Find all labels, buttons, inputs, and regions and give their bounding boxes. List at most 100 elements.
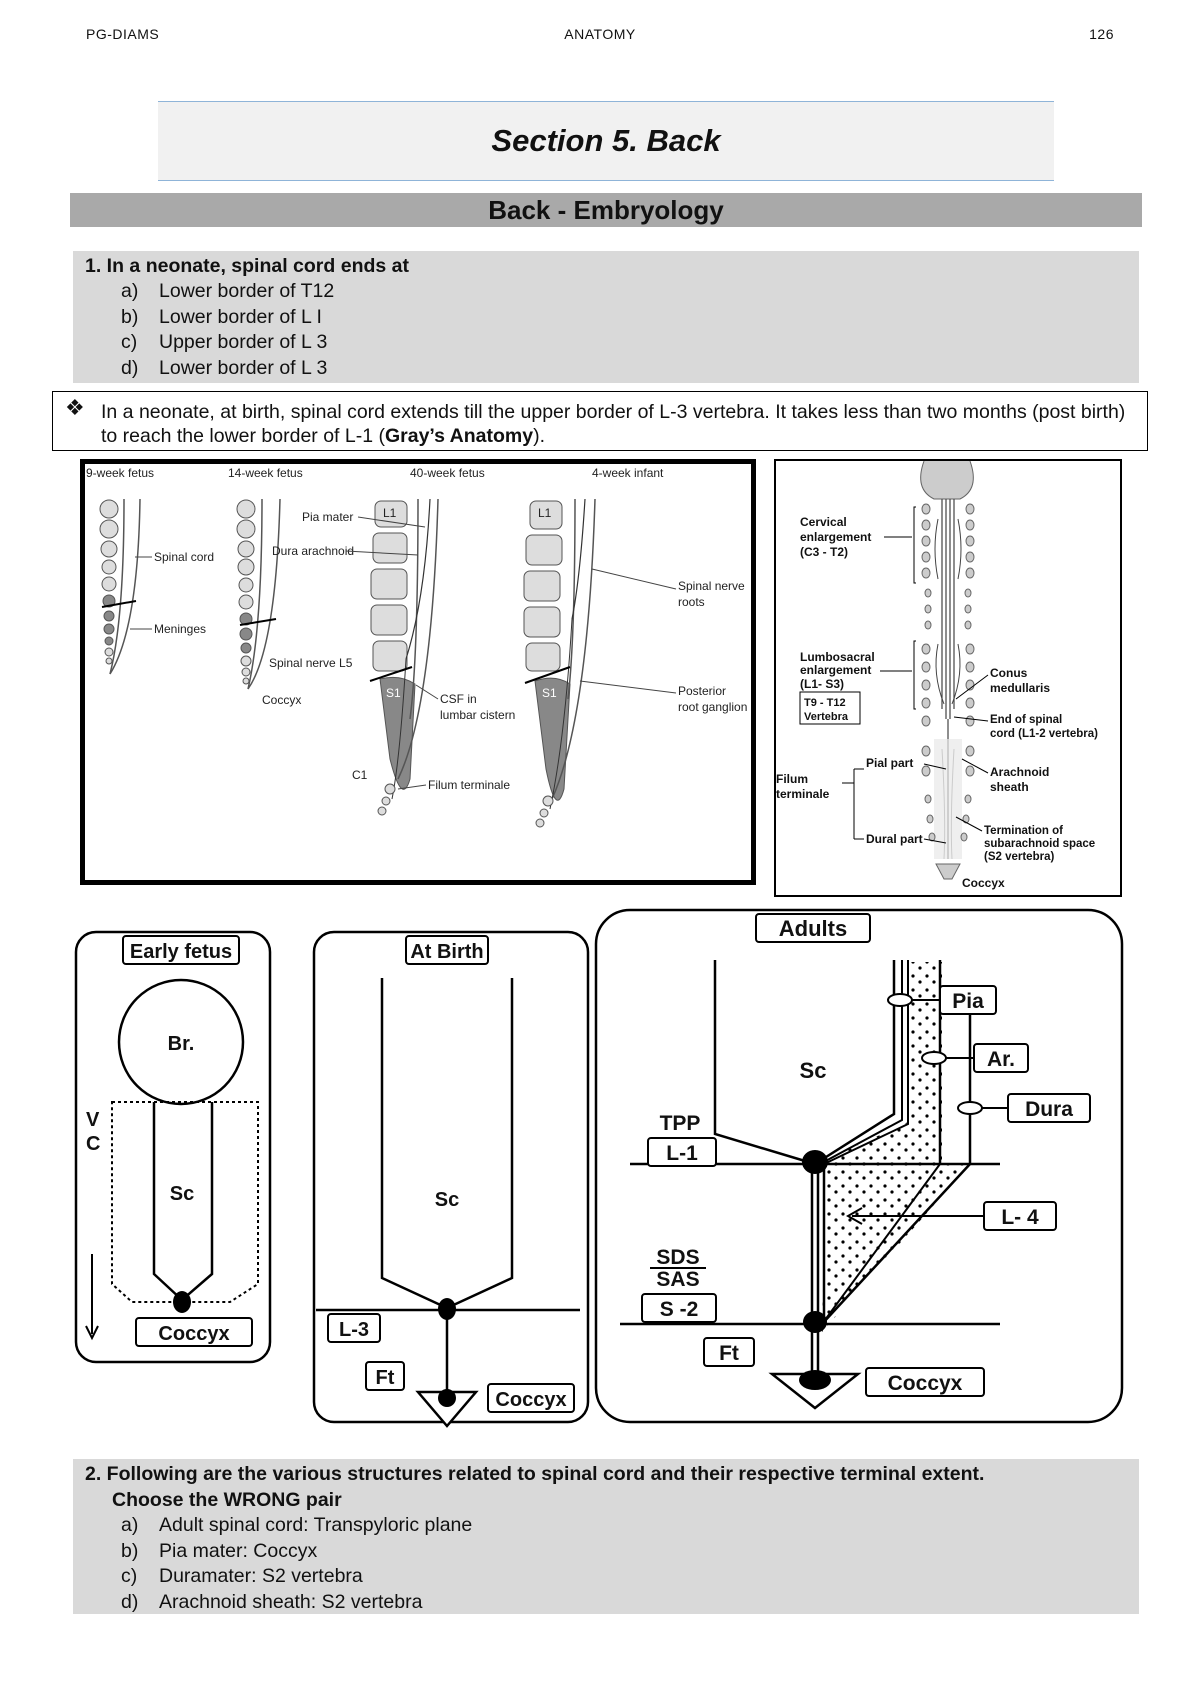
label-l1: L-1 bbox=[666, 1142, 698, 1165]
label-c1: C1 bbox=[352, 768, 368, 782]
panel-title-adults: Adults bbox=[779, 916, 847, 941]
answer-1-text: In a neonate, at birth, spinal cord exte… bbox=[101, 400, 1131, 448]
label-l3: L-3 bbox=[339, 1319, 369, 1341]
label-filum: Filum bbox=[776, 772, 808, 786]
figure-fetal-development: 9-week fetus 14-week fetus 40-week fetus… bbox=[80, 459, 756, 890]
label-enlargement: enlargement bbox=[800, 663, 871, 677]
label-l1: L1 bbox=[383, 506, 397, 520]
question-2: 2. Following are the various structures … bbox=[73, 1459, 1139, 1614]
section-title: Section 5. Back bbox=[158, 101, 1054, 181]
option-d: d) Arachnoid sheath: S2 vertebra bbox=[73, 1590, 1139, 1616]
label-pia-mater: Pia mater bbox=[302, 510, 353, 524]
option-text: Lower border of L 3 bbox=[159, 356, 328, 379]
label-coccyx: Coccyx bbox=[262, 693, 301, 707]
page-number: 126 bbox=[1089, 26, 1114, 42]
option-text: Adult spinal cord: Transpyloric plane bbox=[159, 1514, 473, 1536]
option-text: Pia mater: Coccyx bbox=[159, 1539, 318, 1562]
label-termination: Termination of bbox=[984, 825, 1063, 837]
option-c: c) Duramater: S2 vertebra bbox=[73, 1564, 1139, 1590]
label-filum-terminale: Filum terminale bbox=[428, 778, 510, 792]
panel-title-early-fetus: Early fetus bbox=[130, 941, 232, 963]
label-subarachnoid-space: subarachnoid space bbox=[984, 838, 1095, 850]
label-coccyx: Coccyx bbox=[158, 1323, 229, 1345]
option-letter: b) bbox=[121, 305, 139, 328]
option-c: c) Upper border of L 3 bbox=[73, 330, 1139, 356]
question-2-stem-line1: 2. Following are the various structures … bbox=[85, 1463, 985, 1485]
answer-text: In a neonate, at birth, spinal cord exte… bbox=[101, 401, 1126, 447]
schematic-svg: Early fetus Br. Sc V C Coccyx At Birth S… bbox=[74, 908, 1124, 1428]
label-brain: Br. bbox=[168, 1033, 195, 1055]
label-sheath: sheath bbox=[990, 780, 1029, 794]
label-v: V bbox=[86, 1109, 100, 1131]
label-spinal-nerve-l5: Spinal nerve L5 bbox=[269, 656, 353, 670]
label-coccyx: Coccyx bbox=[495, 1389, 566, 1411]
label-conus: Conus bbox=[990, 666, 1028, 680]
stage-label: 40-week fetus bbox=[410, 466, 485, 480]
label-end-of-cord: End of spinal bbox=[990, 714, 1062, 726]
label-sas: SAS bbox=[656, 1268, 699, 1291]
option-d: d)Lower border of L 3 bbox=[73, 356, 1139, 382]
label-t9-t12: T9 - T12 bbox=[804, 697, 846, 709]
label-vertebra: Vertebra bbox=[804, 711, 849, 723]
label-c: C bbox=[86, 1133, 100, 1155]
option-b: b) Lower border of L I bbox=[73, 305, 1139, 331]
question-2-stem: 2. Following are the various structures … bbox=[73, 1461, 1139, 1513]
answer-text-end: ). bbox=[533, 425, 546, 447]
option-letter: d) bbox=[121, 1590, 139, 1613]
adult-cord-svg: Cervical enlargement (C3 - T2) Lumbosacr… bbox=[774, 459, 1122, 897]
label-lumbosacral: Lumbosacral bbox=[800, 650, 875, 664]
label-dural-part: Dural part bbox=[866, 832, 923, 846]
label-enlargement: enlargement bbox=[800, 530, 871, 544]
label-posterior: Posterior bbox=[678, 684, 726, 698]
diamond-bullet-icon: ❖ bbox=[65, 395, 85, 420]
label-s1: S1 bbox=[542, 686, 557, 700]
label-l4: L- 4 bbox=[1001, 1206, 1039, 1229]
figure-adult-cord: Cervical enlargement (C3 - T2) Lumbosacr… bbox=[774, 459, 1122, 902]
label-dura: Dura bbox=[1025, 1098, 1073, 1121]
label-roots: roots bbox=[678, 595, 705, 609]
label-cervical: Cervical bbox=[800, 515, 847, 529]
label-end-of-cord-level: cord (L1-2 vertebra) bbox=[990, 728, 1098, 740]
question-1-stem: 1. In a neonate, spinal cord ends at bbox=[85, 255, 409, 277]
option-text: Duramater: S2 vertebra bbox=[159, 1565, 363, 1587]
label-spinal-cord: Sc bbox=[170, 1183, 194, 1205]
option-letter: c) bbox=[121, 331, 138, 353]
option-letter: a) bbox=[121, 1514, 139, 1536]
reference: Gray’s Anatomy bbox=[384, 425, 534, 447]
label-filum: Ft bbox=[376, 1367, 395, 1389]
label-spinal-nerve-roots: Spinal nerve bbox=[678, 579, 745, 593]
option-text: Lower border of L I bbox=[159, 305, 322, 328]
figure-schematic: Early fetus Br. Sc V C Coccyx At Birth S… bbox=[70, 902, 1130, 1433]
label-l1-s3: (L1- S3) bbox=[800, 677, 844, 691]
label-meninges: Meninges bbox=[154, 622, 206, 636]
question-1: 1. In a neonate, spinal cord ends at a) L… bbox=[73, 251, 1139, 383]
label-s2: S -2 bbox=[660, 1298, 699, 1321]
option-a: a) Lower border of T12 bbox=[73, 279, 1139, 305]
label-l1: L1 bbox=[538, 506, 552, 520]
label-csf: CSF in bbox=[440, 692, 477, 706]
option-text: Lower border of T12 bbox=[159, 280, 335, 302]
option-letter: c) bbox=[121, 1565, 138, 1587]
stage-label: 14-week fetus bbox=[228, 466, 303, 480]
label-terminale: terminale bbox=[776, 787, 830, 801]
label-root-ganglion: root ganglion bbox=[678, 700, 747, 714]
option-text: Upper border of L 3 bbox=[159, 331, 328, 353]
label-spinal-cord: Sc bbox=[800, 1058, 827, 1083]
option-letter: a) bbox=[121, 280, 139, 302]
option-text: Arachnoid sheath: S2 vertebra bbox=[159, 1590, 423, 1613]
label-tpp: TPP bbox=[660, 1112, 701, 1135]
label-coccyx: Coccyx bbox=[962, 876, 1005, 890]
label-medullaris: medullaris bbox=[990, 681, 1050, 695]
subsection-title: Back - Embryology bbox=[70, 193, 1142, 227]
label-spinal-cord: Sc bbox=[435, 1189, 459, 1211]
header-left: PG-DIAMS bbox=[86, 26, 160, 42]
question-2-stem-line2: Choose the WRONG pair bbox=[112, 1489, 342, 1511]
label-pial-part: Pial part bbox=[866, 756, 913, 770]
option-b: b) Pia mater: Coccyx bbox=[73, 1539, 1139, 1565]
answer-1-box: ❖ In a neonate, at birth, spinal cord ex… bbox=[52, 391, 1148, 451]
panel-title-at-birth: At Birth bbox=[410, 941, 483, 963]
header-center: ANATOMY bbox=[564, 26, 636, 42]
label-arachnoid: Ar. bbox=[987, 1048, 1015, 1071]
option-letter: b) bbox=[121, 1539, 139, 1562]
stage-label: 4-week infant bbox=[592, 466, 664, 480]
